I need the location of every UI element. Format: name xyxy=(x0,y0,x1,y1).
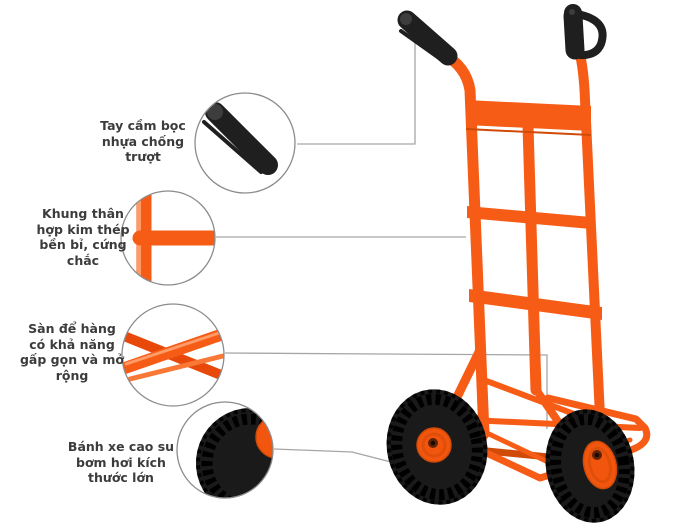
left-hub-hole xyxy=(430,440,436,446)
left-tire-knobs xyxy=(391,393,483,501)
hand-truck-illustration xyxy=(386,4,651,523)
left-hub-spokes xyxy=(421,432,447,458)
label-line: trượt xyxy=(125,149,161,164)
detail-border-handle xyxy=(194,92,296,194)
label-line: có khả năng xyxy=(29,336,115,352)
label-line: gấp gọn và mở xyxy=(19,352,125,367)
detail-circle-frame xyxy=(120,190,216,286)
left-tire-tread xyxy=(386,389,488,505)
detail-border-frame xyxy=(120,190,216,286)
label-line: bền bỉ, cứng xyxy=(39,237,127,252)
label-line: chắc xyxy=(66,252,100,268)
detail-grip xyxy=(205,102,278,175)
callout-label-wheel: Bánh xe cao su bơm hơi kích thước lớn xyxy=(58,439,184,486)
callout-line-platform xyxy=(224,352,548,429)
detail-grip-endcap xyxy=(207,104,223,120)
right-hub-hole xyxy=(594,452,600,458)
left-handle-grip xyxy=(397,10,458,66)
right-tire-tread xyxy=(545,409,635,523)
right-grip-loop xyxy=(573,10,607,60)
callout-line-handle xyxy=(297,40,416,145)
right-wheel xyxy=(545,409,635,523)
detail-cross-tube-up xyxy=(122,327,224,375)
detail-border-platform xyxy=(121,303,225,407)
detail-hub xyxy=(255,415,273,459)
left-grip xyxy=(397,10,458,66)
label-line: nhựa chống xyxy=(101,133,185,149)
label-line: hợp kim thép xyxy=(36,221,130,237)
detail-tire-knobs xyxy=(201,413,273,498)
detail-grip-guard xyxy=(202,120,263,174)
lower-crossbar xyxy=(469,289,602,320)
callout-label-platform: Sàn để hàng có khả năng gấp gọn và mở rộ… xyxy=(14,321,130,383)
frame-detail-art xyxy=(132,191,215,285)
right-hub-spokes xyxy=(587,446,613,484)
right-grip-hole xyxy=(569,9,575,15)
middle-crossbar xyxy=(467,206,591,229)
left-grip-endcap xyxy=(400,13,412,25)
handle-detail-art xyxy=(202,102,278,175)
label-line: Bánh xe cao su xyxy=(67,439,175,454)
label-line: Sàn để hàng xyxy=(28,321,116,336)
label-line: bơm hơi kích xyxy=(76,454,166,470)
center-rail xyxy=(522,120,542,396)
top-crossbar-shadow xyxy=(465,128,592,136)
left-wheel xyxy=(386,389,488,505)
detail-circle-handle xyxy=(194,92,296,194)
callout-lines xyxy=(216,40,548,463)
callout-label-frame: Khung thân hợp kim thép bền bỉ, cứng chắ… xyxy=(26,206,140,268)
detail-cross-highlight xyxy=(124,330,224,366)
detail-border-wheel xyxy=(176,401,274,499)
label-line: rộng xyxy=(55,367,89,383)
right-tire-knobs xyxy=(550,413,630,519)
detail-circle-platform xyxy=(121,303,225,407)
platform-detail-art xyxy=(122,327,224,382)
callout-label-handle: Tay cầm bọc nhựa chống trượt xyxy=(85,118,201,165)
label-line: thước lớn xyxy=(88,470,154,485)
wheel-detail-art xyxy=(196,408,285,498)
right-handle-grip xyxy=(563,4,607,60)
label-line: Tay cầm bọc xyxy=(100,118,186,133)
detail-circles xyxy=(120,92,296,499)
detail-hub-center xyxy=(273,433,285,445)
top-crossbar xyxy=(466,100,591,131)
detail-thin-tube xyxy=(127,353,224,382)
label-line: Khung thân xyxy=(42,206,124,221)
callout-line-wheel xyxy=(273,448,392,463)
detail-circle-wheel xyxy=(176,401,285,499)
